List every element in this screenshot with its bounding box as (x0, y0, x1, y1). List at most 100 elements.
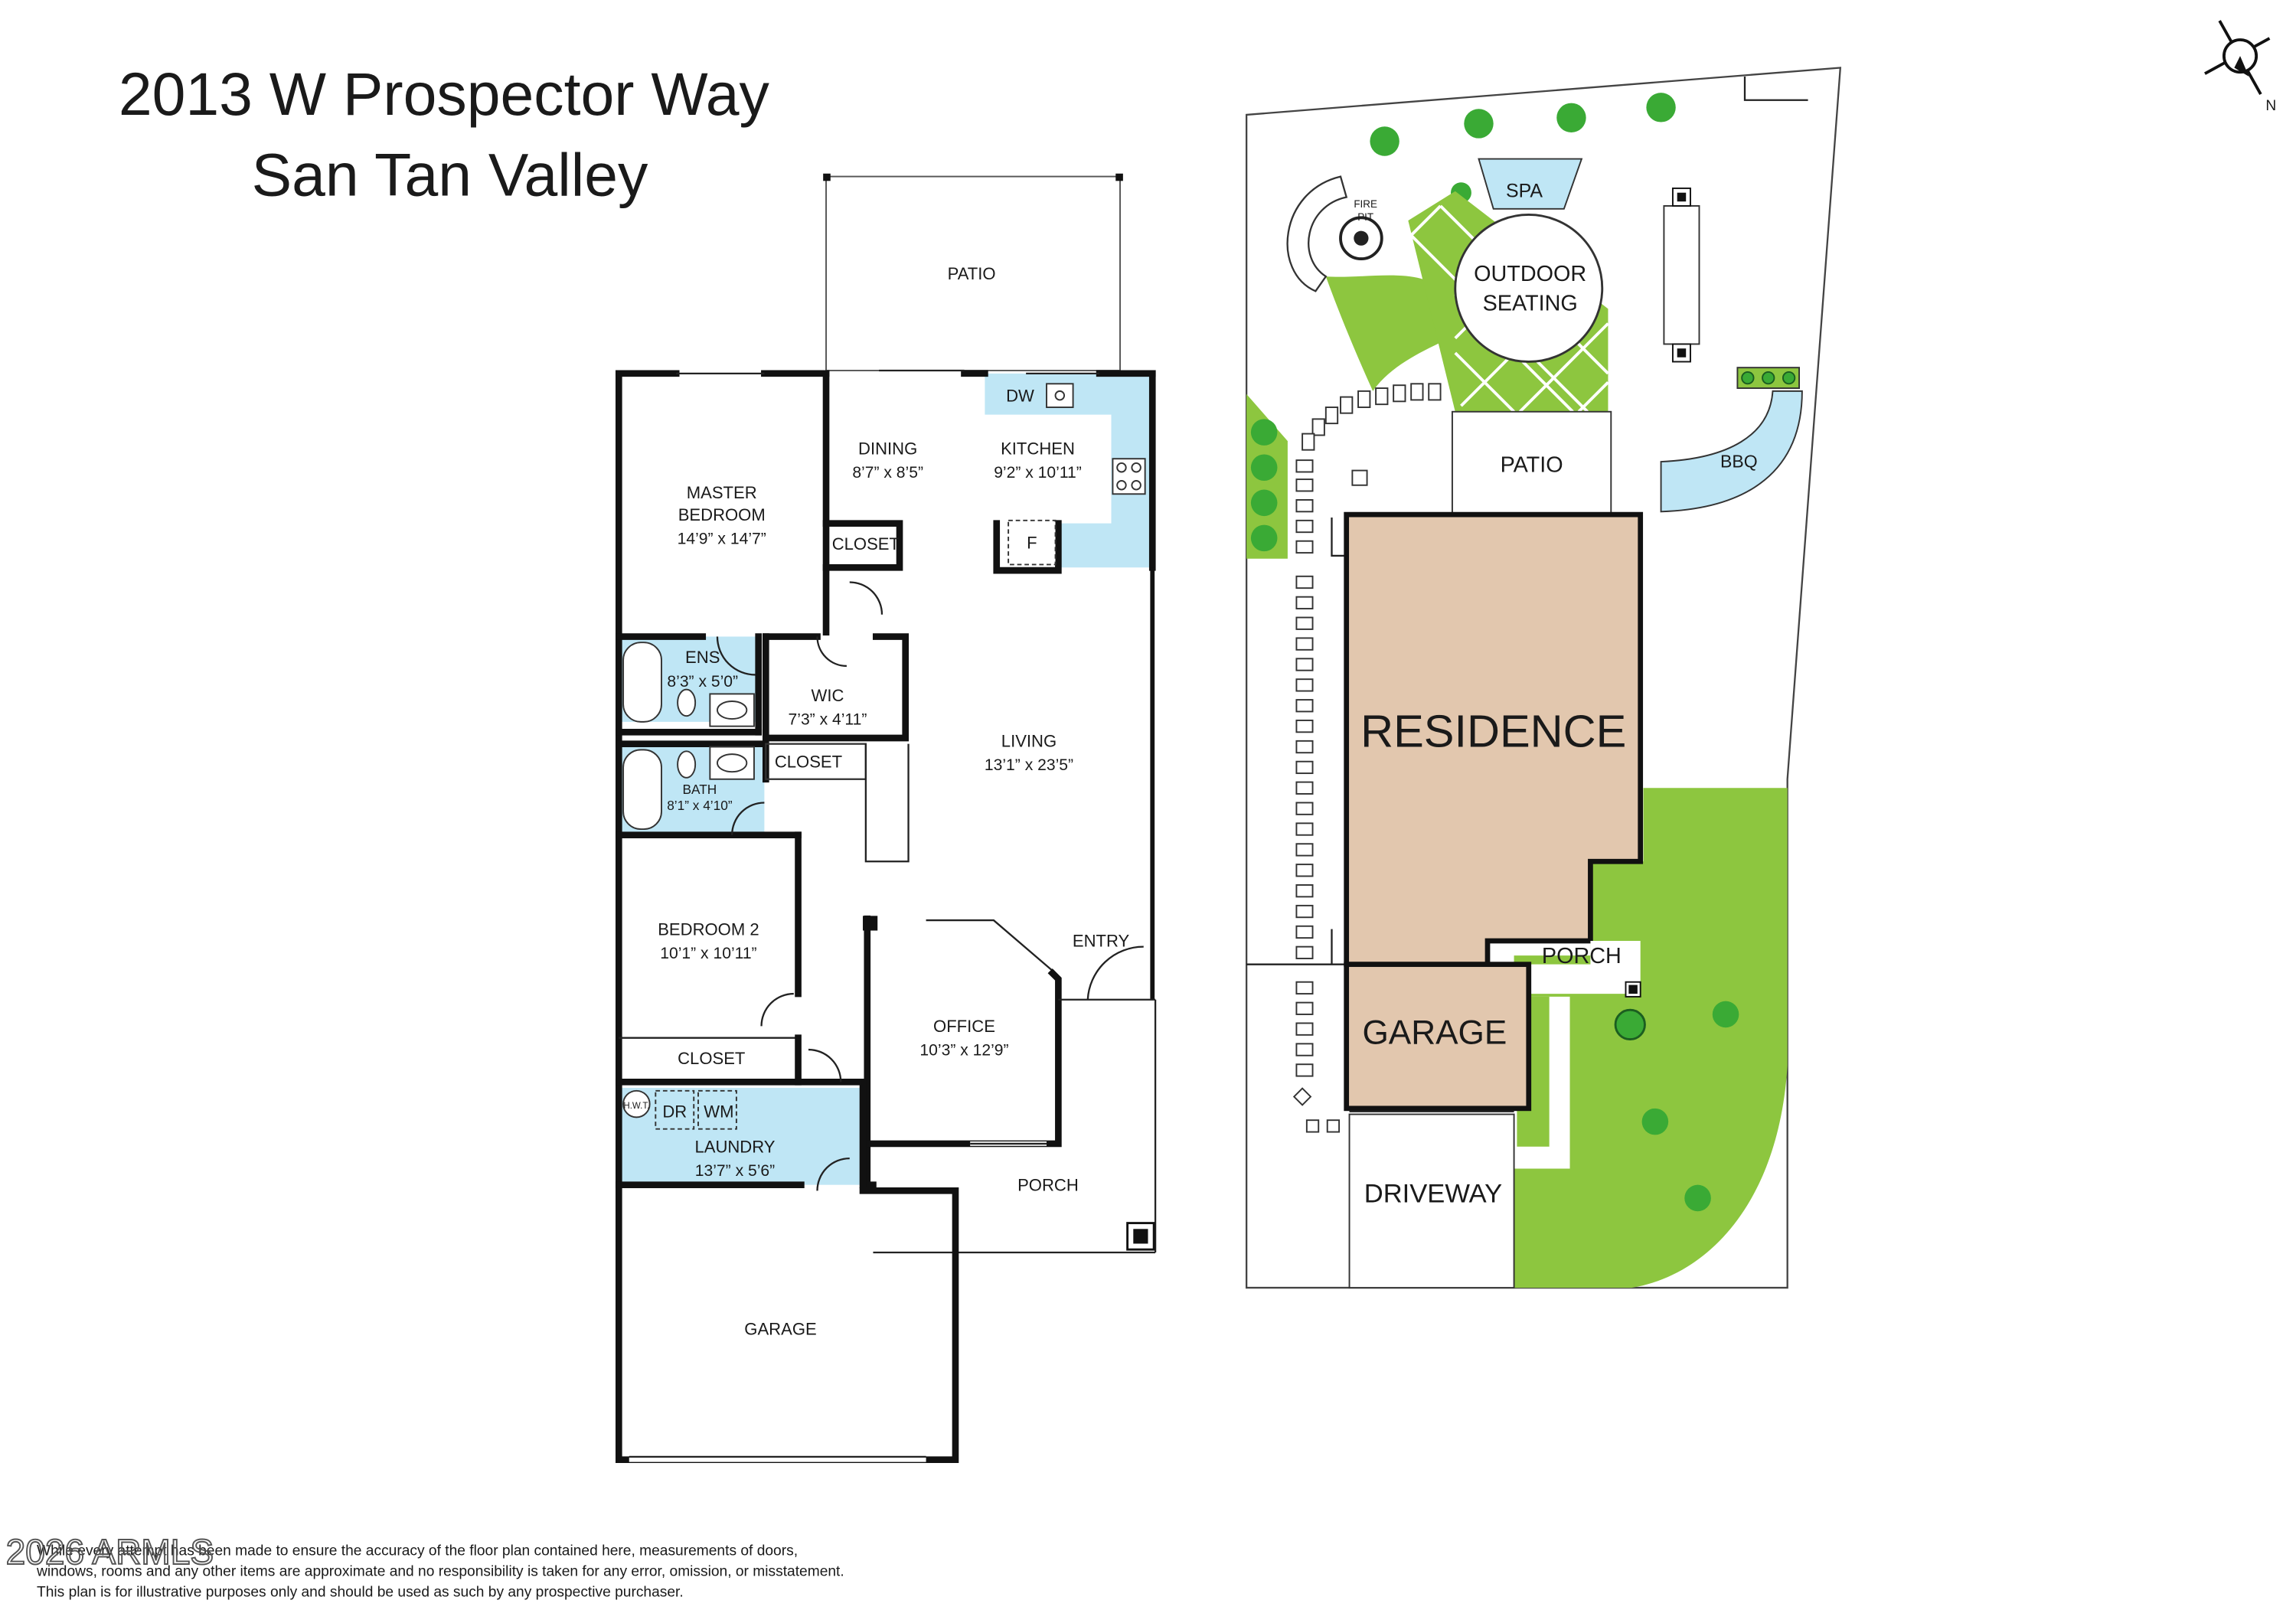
post-core (1628, 985, 1638, 994)
spa (1478, 158, 1583, 210)
washer-label: WM (704, 1102, 733, 1121)
tree-icon (1464, 109, 1494, 139)
bedroom2-label: BEDROOM 2 (658, 919, 759, 939)
toilet (677, 688, 697, 717)
tree-icon (1646, 93, 1676, 122)
kitchen-sink (1046, 383, 1074, 408)
ensuite-label: ENS (685, 648, 720, 667)
sink (716, 753, 748, 773)
shrub-icon (1250, 524, 1278, 552)
tree-icon (1614, 1008, 1646, 1041)
cooktop (1112, 458, 1146, 495)
driveway-label: DRIVEWAY (1364, 1180, 1502, 1209)
ensuite-dims: 8’3” x 5’0” (667, 673, 738, 691)
bath-dims: 8’1” x 4’10” (667, 798, 733, 813)
spa-label: SPA (1506, 180, 1543, 201)
dryer-label: DR (662, 1102, 687, 1121)
post-core (1677, 192, 1687, 202)
hall-closet-label: CLOSET (775, 752, 842, 771)
bathtub (622, 749, 662, 830)
outdoor-seating-label: OUTDOOR (1474, 262, 1586, 286)
trees (1250, 93, 1739, 1212)
office-dims: 10’3” x 12’9” (919, 1042, 1008, 1060)
bbq-counter (1660, 390, 1803, 513)
laundry-label: LAUNDRY (694, 1137, 775, 1156)
site-garage-label: GARAGE (1362, 1014, 1507, 1051)
wic-dims: 7’3” x 4’11” (789, 711, 867, 729)
door-swing (716, 636, 756, 676)
garage-label: GARAGE (744, 1320, 816, 1339)
patio-post (823, 173, 831, 181)
kitchen-dims: 9’2” x 10’11” (994, 464, 1082, 482)
bathtub (622, 642, 662, 723)
wic-label: WIC (812, 686, 844, 705)
utility-box (1743, 77, 1808, 101)
dining-label: DINING (858, 439, 917, 458)
office-label: OFFICE (933, 1017, 995, 1036)
front-lawn (1514, 788, 1788, 1288)
outdoor-seating-label-2: SEATING (1483, 291, 1578, 315)
sink (716, 700, 748, 720)
site-patio (1451, 410, 1612, 516)
stepping-stones (1292, 383, 1442, 1133)
tree-icon (1370, 126, 1399, 156)
burner (1116, 462, 1127, 473)
floor-plan: PATIO DW F CLOSET (615, 173, 1157, 1464)
patio-post (1115, 173, 1123, 181)
door-swing (730, 802, 765, 835)
driveway (1348, 1113, 1515, 1289)
door-swing (808, 1048, 842, 1083)
bedroom2-dims: 10’1” x 10’11” (660, 945, 756, 962)
kitchen-peninsula (993, 520, 1062, 574)
living-dims: 13’1” x 23’5” (985, 756, 1073, 774)
column (863, 916, 878, 931)
site-garage (1344, 962, 1532, 1112)
bbq-label: BBQ (1720, 452, 1758, 472)
garage-wall (615, 1181, 959, 1464)
fridge (1008, 519, 1057, 566)
entry-label: ENTRY (1073, 932, 1130, 951)
fridge-label: F (1027, 533, 1037, 552)
disclaimer-line2: windows, rooms and any other items are a… (36, 1563, 844, 1579)
shrub-icon (1250, 489, 1278, 517)
kitchen-label: KITCHEN (1001, 439, 1075, 458)
burner (1131, 462, 1141, 473)
office-east-wall (864, 968, 1062, 1148)
post-core (1677, 348, 1687, 358)
master-dims: 14’9” x 14’7” (678, 531, 766, 548)
disclaimer-line3: This plan is for illustrative purposes o… (37, 1584, 684, 1600)
hall-partition (864, 743, 910, 863)
master-label-2: BEDROOM (678, 505, 766, 524)
office-west-wall (864, 915, 877, 1188)
title-city: San Tan Valley (252, 142, 648, 209)
north-arrow-icon: N (2204, 20, 2276, 114)
pergola (1663, 205, 1700, 345)
residence-label: RESIDENCE (1360, 706, 1626, 757)
shrub-icon (1250, 454, 1278, 482)
firepit-bench (1286, 175, 1348, 292)
fire-pit-core (1354, 230, 1369, 246)
fire-pit-label-2: PIT (1357, 211, 1373, 223)
dining-dims: 8’7” x 8’5” (852, 464, 923, 482)
tree-icon (1556, 103, 1586, 132)
door-swing (816, 1157, 850, 1191)
dining-closet-label: CLOSET (832, 534, 900, 554)
porch-label: PORCH (1017, 1175, 1079, 1194)
porch-post-core (1133, 1229, 1148, 1244)
patio-label: PATIO (948, 264, 996, 283)
door-swing (816, 636, 847, 668)
bath-label: BATH (683, 782, 717, 797)
tree-icon (1712, 1001, 1739, 1028)
outdoor-seating (1454, 214, 1604, 363)
shrub-icon (1741, 371, 1755, 385)
disclaimer-line1: While every attempt has been made to ens… (37, 1543, 798, 1559)
dryer (655, 1089, 695, 1130)
burner (1131, 480, 1141, 491)
site-patio-label: PATIO (1501, 452, 1563, 477)
shrub-icon (1782, 371, 1796, 385)
north-label: N (2265, 98, 2276, 114)
master-label: MASTER (687, 483, 757, 502)
fire-pit-label: FIRE (1354, 198, 1377, 210)
title-address: 2013 W Prospector Way (119, 60, 770, 128)
